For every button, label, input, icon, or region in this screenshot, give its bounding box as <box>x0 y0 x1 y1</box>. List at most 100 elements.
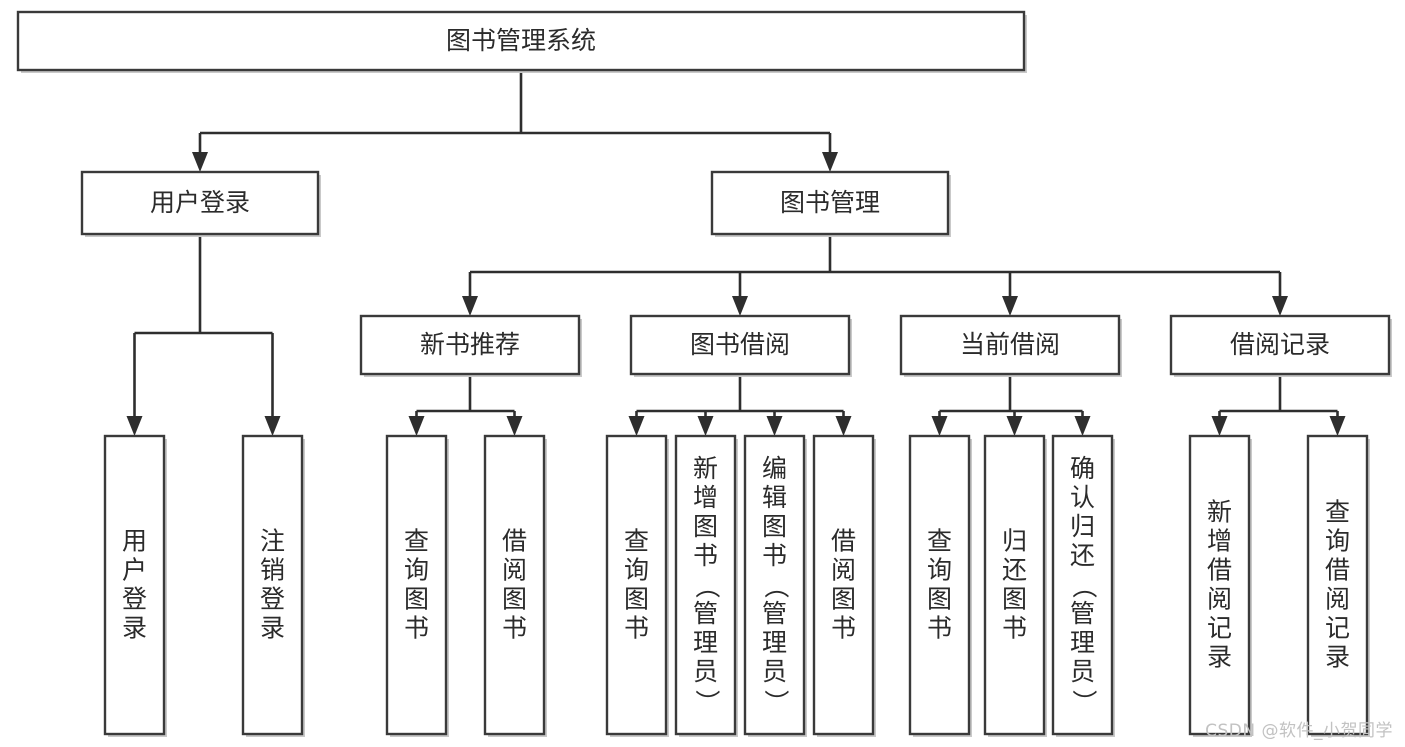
arrow-head-icon <box>766 416 783 436</box>
node-label-char: （ <box>762 573 791 598</box>
node-label: 图书借阅 <box>690 330 790 359</box>
box-outline <box>241 434 304 736</box>
box-outline <box>359 314 581 376</box>
node-label-char: 理 <box>1070 628 1095 657</box>
box-outline <box>16 10 1026 72</box>
arrow-head-icon <box>697 416 714 436</box>
node-label-char: 询 <box>624 556 649 585</box>
node-label-char: 员 <box>693 657 718 686</box>
node-label-char: 增 <box>693 483 718 512</box>
node-label-char: 图 <box>1002 585 1027 614</box>
node-label-char: 管 <box>1070 599 1095 628</box>
node-label-char: 询 <box>404 556 429 585</box>
node-label-char: 查 <box>927 527 952 556</box>
box-outline <box>1188 434 1251 736</box>
arrow-head-icon <box>931 416 948 436</box>
node-label-char: 销 <box>260 556 285 585</box>
box-outline <box>710 170 950 236</box>
node-label-char: 登 <box>260 585 285 614</box>
box-outline <box>908 434 971 736</box>
box-outline <box>483 434 546 736</box>
node-label-char: 阅 <box>502 556 527 585</box>
node-leaf-0[interactable]: 用户登录 <box>103 434 167 737</box>
node-level2-0[interactable]: 用户登录 <box>80 170 321 237</box>
node-label-char: 增 <box>1207 527 1232 556</box>
arrow-head-icon <box>192 152 208 172</box>
node-label-char: 编 <box>762 454 787 483</box>
node-label-char: 归 <box>1070 512 1095 541</box>
box-outline <box>674 434 737 736</box>
node-label-char: 员 <box>1070 657 1095 686</box>
node-label-char: 图 <box>693 512 718 541</box>
node-label-char: 还 <box>1002 556 1027 585</box>
node-label-char: 记 <box>1207 614 1232 643</box>
node-label-char: 用 <box>122 527 147 556</box>
node-label-char: 图 <box>762 512 787 541</box>
arrow-head-icon <box>1002 296 1018 316</box>
connector-layer <box>126 70 1346 436</box>
node-label-char: 书 <box>502 614 527 643</box>
arrow-head-icon <box>1006 416 1023 436</box>
box-outline <box>103 434 166 736</box>
node-label-char: 辑 <box>762 483 787 512</box>
box-outline <box>899 314 1121 376</box>
box-outline <box>1306 434 1369 736</box>
node-label-char: （ <box>693 573 722 598</box>
node-label-char: 新 <box>693 454 718 483</box>
node-label-char: 理 <box>693 628 718 657</box>
node-label-char: 阅 <box>1207 585 1232 614</box>
node-label-char: ） <box>693 689 722 714</box>
node-label-char: 阅 <box>831 556 856 585</box>
arrow-head-icon <box>506 416 523 436</box>
node-level3-2[interactable]: 当前借阅 <box>899 314 1122 377</box>
node-label-char: 查 <box>624 527 649 556</box>
box-outline <box>629 314 851 376</box>
node-label-char: 书 <box>831 614 856 643</box>
node-label-char: 书 <box>762 541 787 570</box>
box-outline <box>80 170 320 236</box>
node-label-char: 录 <box>260 614 285 643</box>
box-outline <box>385 434 448 736</box>
node-label-char: 查 <box>1325 498 1350 527</box>
node-label-char: 确 <box>1070 454 1095 483</box>
node-label-char: 阅 <box>1325 585 1350 614</box>
node-label-char: 登 <box>122 585 147 614</box>
node-level3-3[interactable]: 借阅记录 <box>1169 314 1392 377</box>
box-outline <box>1169 314 1391 376</box>
node-label-char: 书 <box>624 614 649 643</box>
node-label-char: 询 <box>1325 527 1350 556</box>
node-label: 当前借阅 <box>960 330 1060 359</box>
node-label-char: 借 <box>1207 556 1232 585</box>
node-level3-0[interactable]: 新书推荐 <box>359 314 582 377</box>
box-outline <box>605 434 668 736</box>
node-label-char: 归 <box>1002 527 1027 556</box>
node-level2-1[interactable]: 图书管理 <box>710 170 951 237</box>
node-label-char: 记 <box>1325 614 1350 643</box>
node-label-char: 管 <box>762 599 787 628</box>
node-level3-1[interactable]: 图书借阅 <box>629 314 852 377</box>
arrow-head-icon <box>408 416 425 436</box>
arrow-head-icon <box>1329 416 1346 436</box>
node-label: 用户登录 <box>150 188 250 217</box>
node-label-char: 还 <box>1070 541 1095 570</box>
node-label-char: 认 <box>1070 483 1095 512</box>
node-label-char: ） <box>762 689 791 714</box>
arrow-head-icon <box>1211 416 1228 436</box>
arrow-head-icon <box>1272 296 1288 316</box>
node-label-char: 图 <box>831 585 856 614</box>
node-label-char: ） <box>1070 689 1099 714</box>
node-layer: 图书管理系统用户登录图书管理新书推荐图书借阅当前借阅借阅记录用户登录注销登录查询… <box>16 10 1392 737</box>
node-root-system[interactable]: 图书管理系统 <box>16 10 1027 73</box>
